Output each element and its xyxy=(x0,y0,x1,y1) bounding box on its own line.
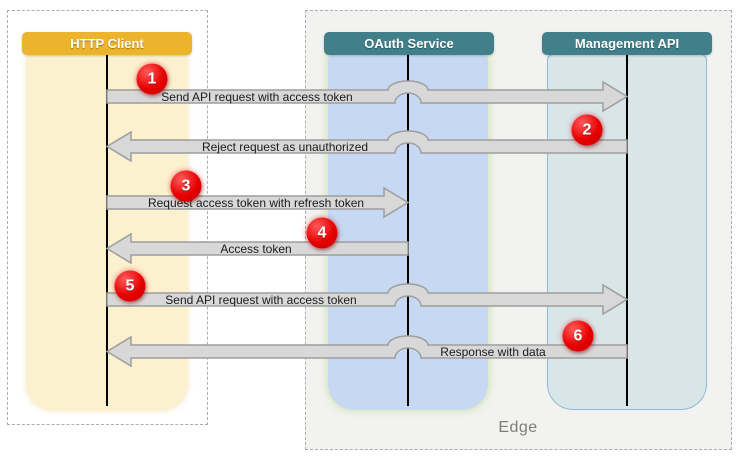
step-number-badge-4: 4 xyxy=(306,217,338,249)
message-label-1: Send API request with access token xyxy=(161,90,353,104)
lifeline-oauth-service xyxy=(407,55,409,406)
message-label-3: Request access token with refresh token xyxy=(147,196,365,210)
step-number-badge-5: 5 xyxy=(114,270,146,302)
step-number-badge-3: 3 xyxy=(170,170,202,202)
step-number-badge-6: 6 xyxy=(562,320,594,352)
message-arrow-4 xyxy=(105,232,409,265)
message-label-5: Send API request with access token xyxy=(165,293,357,307)
actor-header-oauth-service: OAuth Service xyxy=(324,32,494,55)
actor-header-http-client: HTTP Client xyxy=(22,32,192,55)
message-arrow-1 xyxy=(106,80,629,113)
message-arrow-3 xyxy=(106,186,410,219)
step-number-badge-2: 2 xyxy=(571,114,603,146)
lifeline-management-api xyxy=(626,55,628,406)
actor-header-management-api: Management API xyxy=(542,32,712,55)
message-arrow-2 xyxy=(105,130,628,163)
message-label-6: Response with data xyxy=(440,345,546,359)
edge-zone-label: Edge xyxy=(498,419,538,436)
message-arrow-6 xyxy=(105,335,628,368)
lifeline-http-client xyxy=(106,55,108,406)
message-arrow-5 xyxy=(106,283,629,316)
message-label-2: Reject request as unauthorized xyxy=(201,140,369,154)
message-label-4: Access token xyxy=(220,242,292,256)
step-number-badge-1: 1 xyxy=(136,63,168,95)
